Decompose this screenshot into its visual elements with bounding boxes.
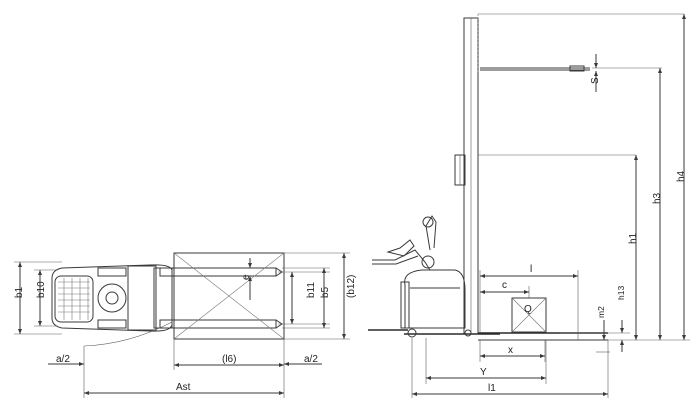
label-e: e (241, 274, 252, 280)
label-m2: m2 (596, 306, 606, 318)
label-h3: h3 (652, 192, 663, 204)
label-s: S (590, 77, 601, 84)
label-x: x (508, 345, 513, 356)
side-view (368, 13, 690, 398)
label-b5: b5 (320, 286, 331, 298)
label-a2-right: a/2 (304, 354, 318, 365)
label-h4: h4 (676, 170, 687, 182)
label-l: l (530, 264, 532, 275)
label-l1: l1 (488, 383, 496, 394)
label-ast: Ast (176, 382, 191, 393)
label-b11: b11 (306, 282, 317, 298)
label-c: c (502, 280, 507, 291)
label-b12: (b12) (346, 275, 357, 298)
label-h13: h13 (616, 286, 626, 300)
label-h1: h1 (628, 232, 639, 244)
label-b1: b1 (14, 286, 25, 298)
label-a2-left: a/2 (56, 354, 70, 365)
label-l6: (l6) (222, 354, 236, 365)
top-view (14, 252, 350, 398)
label-y: Y (480, 367, 487, 378)
label-b10: b10 (36, 281, 47, 298)
label-q: Q (524, 304, 532, 315)
